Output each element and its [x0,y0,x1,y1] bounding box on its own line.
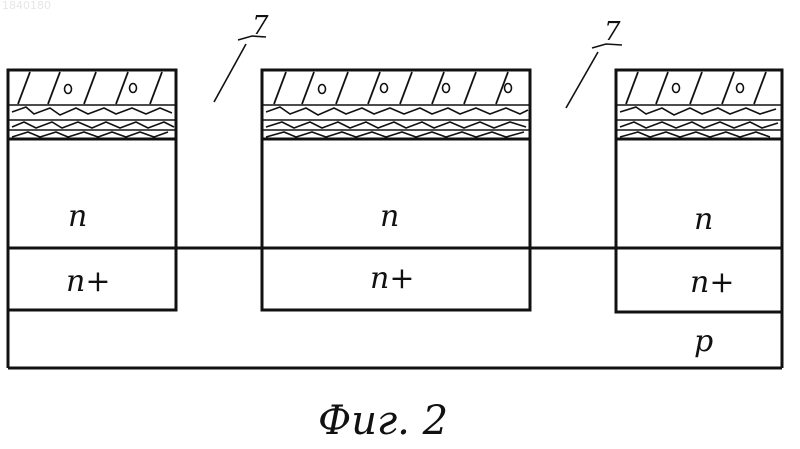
mesa-center-nplus-label: n+ [370,261,414,296]
mesa-center-top-layer-hatch [274,72,512,104]
mesa-right-nplus-label: n+ [690,265,734,300]
callout-7-left-label: 7 [252,11,269,41]
mesa-right: n n+ [616,70,782,312]
mesa-center-n-label: n [380,199,399,234]
mesa-left: n n+ [8,70,176,310]
mesa-left-n-label: n [68,199,87,234]
mesa-right-n-label: n [694,202,713,237]
mesa-center-mid-layer-hatch [266,107,528,137]
callout-7-right-label: 7 [604,17,621,47]
mesa-left-nplus-label: n+ [66,264,110,299]
figure-caption: Фиг. 2 [318,398,448,444]
mesa-right-top-layer-hatch [626,72,766,104]
mesa-left-top-layer-hatch [18,72,162,104]
document-id: 1840180 [2,0,51,12]
substrate-p-label: p [694,324,713,359]
mesa-right-mid-layer-hatch [620,107,778,137]
callout-7-right: 7 [566,17,622,108]
mesa-center: n n+ [262,70,530,310]
mesa-left-mid-layer-hatch [12,107,174,137]
